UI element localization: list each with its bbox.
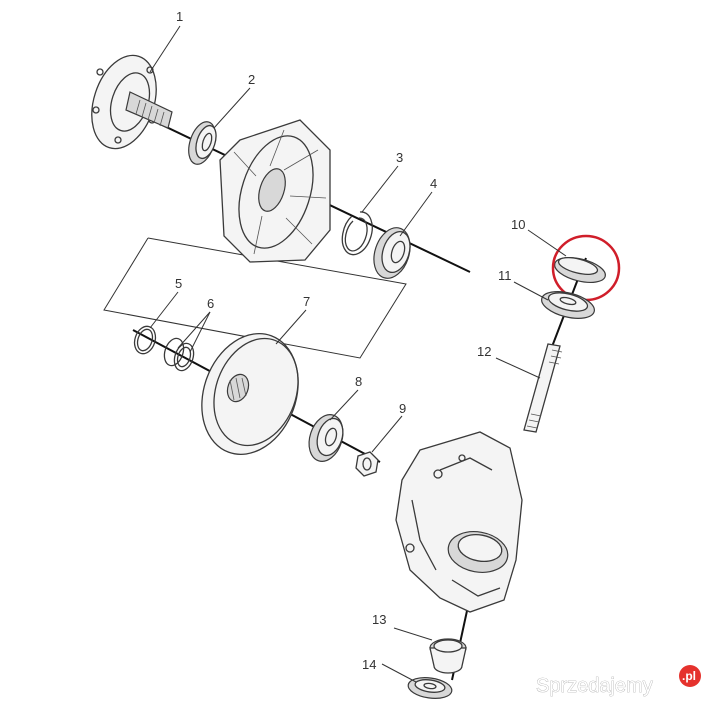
watermark-badge — [679, 665, 701, 687]
part-4-bearing — [373, 227, 411, 279]
part-5-ring — [133, 325, 157, 355]
part-9-nut — [355, 451, 379, 477]
part-6-rings — [163, 337, 195, 372]
callout-11: 11 — [498, 268, 512, 283]
part-1-flange-shaft — [91, 54, 173, 150]
gearbox-housing — [395, 431, 523, 613]
callout-4: 4 — [430, 176, 437, 191]
part-3-snap-ring — [341, 211, 373, 256]
part-12-shaft — [523, 343, 563, 433]
assembly-bracket — [103, 237, 407, 359]
callout-7: 7 — [303, 294, 310, 309]
leader-lines — [149, 25, 567, 683]
housing-cover — [219, 119, 331, 263]
part-14-bearing — [407, 677, 453, 699]
part-7-gear-disc — [201, 333, 299, 455]
callout-5: 5 — [175, 276, 182, 291]
callout-2: 2 — [248, 72, 255, 87]
part-8-bearing — [308, 414, 344, 462]
callout-12: 12 — [477, 344, 491, 359]
watermark-text: Sprzedajemy — [536, 675, 653, 697]
callout-1: 1 — [176, 9, 183, 24]
part-10-seal — [554, 257, 606, 283]
part-2-seal — [188, 121, 217, 165]
callout-9: 9 — [399, 401, 406, 416]
callout-3: 3 — [396, 150, 403, 165]
callout-6: 6 — [207, 296, 214, 311]
callout-10: 10 — [511, 217, 525, 232]
part-11-bearing — [541, 291, 595, 319]
part-13-bearing-cup — [429, 638, 467, 674]
callout-labels: 1 2 3 4 5 6 7 8 9 10 11 12 13 14 — [175, 9, 525, 672]
callout-14: 14 — [362, 657, 376, 672]
callout-13: 13 — [372, 612, 386, 627]
watermark: Sprzedajemy .pl — [536, 665, 701, 697]
callout-8: 8 — [355, 374, 362, 389]
watermark-badge-text: .pl — [682, 669, 696, 683]
